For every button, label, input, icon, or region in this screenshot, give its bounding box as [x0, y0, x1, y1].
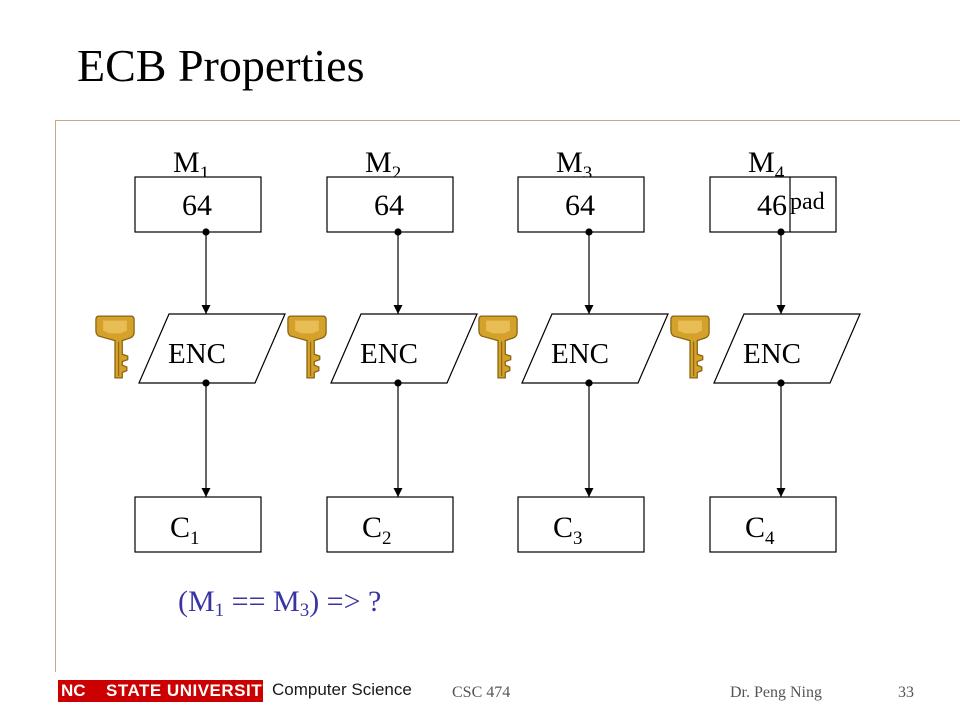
frame-top-rule [55, 120, 960, 121]
plaintext-box-4 [709, 176, 837, 233]
enc-box-1 [138, 313, 286, 384]
ecb-question: (M1 == M3) => ? [178, 582, 381, 622]
pad-label-4: pad [790, 189, 825, 215]
enc-label-3: ENC [551, 338, 609, 370]
c-label-1: C1 [170, 511, 200, 549]
question-middle: == M [224, 585, 300, 618]
c-sub-4: 4 [765, 528, 775, 549]
enc-label-1: ENC [168, 338, 226, 370]
c-label-2-main: C [362, 511, 382, 544]
enc-label-2: ENC [360, 338, 418, 370]
c-label-2: C2 [362, 511, 392, 549]
c-label-4: C4 [745, 511, 775, 549]
m-label-4: M4 [748, 146, 785, 184]
slide-title: ECB Properties [77, 40, 365, 91]
plaintext-value-3: 64 [565, 189, 595, 222]
c-sub-1: 1 [190, 528, 200, 549]
c-sub-3: 3 [573, 528, 583, 549]
logo-state-university: STATE UNIVERSITY [106, 681, 263, 700]
c-label-4-main: C [745, 511, 765, 544]
key-icon-3 [478, 315, 518, 379]
plaintext-box-3 [517, 176, 645, 233]
m-label-3: M3 [556, 146, 592, 184]
university-logo: NC STATE UNIVERSITY [58, 680, 263, 702]
key-icon-1 [95, 315, 135, 379]
plaintext-box-2 [326, 176, 454, 233]
m-sub-4: 4 [775, 163, 785, 184]
c-label-3-main: C [553, 511, 573, 544]
key-icon-4 [670, 315, 710, 379]
c-label-3: C3 [553, 511, 583, 549]
key-icon-2 [287, 315, 327, 379]
question-open: (M [178, 585, 215, 618]
m-label-3-main: M [556, 146, 583, 179]
logo-nc: NC [61, 681, 86, 700]
m-sub-3: 3 [583, 163, 593, 184]
ciphertext-box-2 [326, 496, 454, 553]
plaintext-value-1: 64 [182, 189, 212, 222]
ciphertext-box-3 [517, 496, 645, 553]
c-sub-2: 2 [382, 528, 392, 549]
plaintext-value-4: 46 [757, 189, 787, 222]
m-sub-2: 2 [392, 163, 402, 184]
m-label-4-main: M [748, 146, 775, 179]
enc-box-3 [521, 313, 669, 384]
author-label: Dr. Peng Ning [730, 684, 822, 701]
m-label-2-main: M [365, 146, 392, 179]
plaintext-value-2: 64 [374, 189, 404, 222]
ciphertext-box-4 [709, 496, 837, 553]
page-number: 33 [898, 684, 914, 701]
frame-left-rule [55, 120, 56, 672]
ciphertext-box-1 [134, 496, 262, 553]
plaintext-box-1 [134, 176, 262, 233]
question-close: ) => ? [309, 585, 382, 618]
m-sub-1: 1 [200, 163, 210, 184]
department-label: Computer Science [272, 680, 412, 699]
enc-box-4 [713, 313, 861, 384]
m-label-2: M2 [365, 146, 401, 184]
slide-footer: NC STATE UNIVERSITY Computer Science CSC… [0, 676, 960, 720]
course-label: CSC 474 [452, 684, 511, 701]
question-sub2: 3 [299, 600, 310, 621]
question-sub1: 1 [214, 600, 225, 621]
m-label-1-main: M [173, 146, 200, 179]
c-label-1-main: C [170, 511, 190, 544]
m-label-1: M1 [173, 146, 209, 184]
enc-box-2 [330, 313, 478, 384]
enc-label-4: ENC [743, 338, 801, 370]
